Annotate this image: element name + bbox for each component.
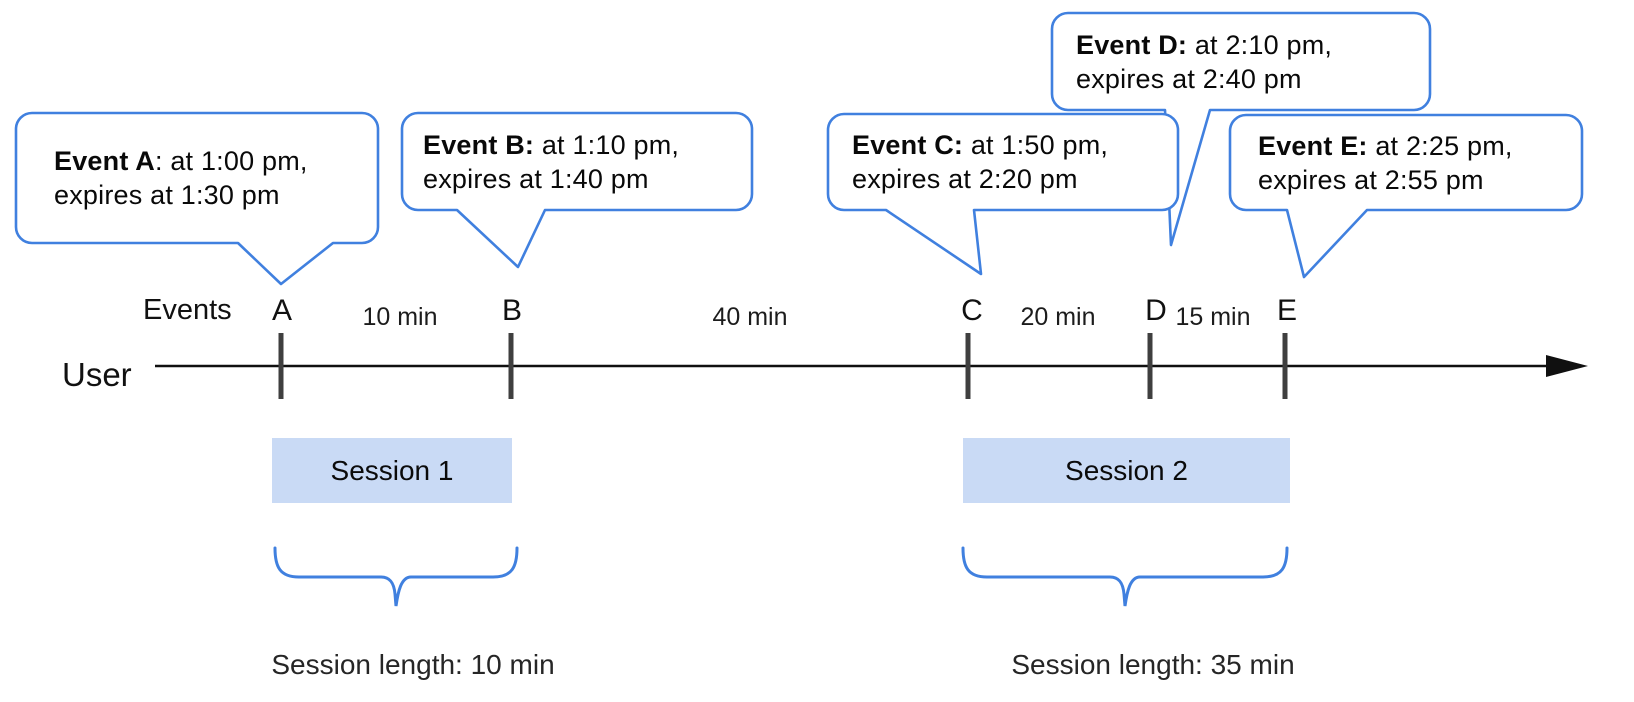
event-e-callout-text: Event E: at 2:25 pm, expires at 2:55 pm	[1230, 115, 1582, 210]
events-axis-label: Events	[143, 294, 232, 326]
event-letter-c: C	[961, 294, 983, 327]
interval-label-b-c: 40 min	[712, 303, 788, 331]
event-e-bubble	[1228, 113, 1584, 279]
session-2-box: Session 2	[963, 438, 1290, 503]
event-a-line1: Event A: at 1:00 pm,	[54, 146, 308, 176]
event-letter-e: E	[1276, 294, 1298, 327]
session-2-brace	[961, 546, 1289, 607]
interval-label-d-e: 15 min	[1175, 303, 1251, 331]
event-b-bubble	[400, 111, 754, 269]
event-d-callout-text: Event D: at 2:10 pm, expires at 2:40 pm	[1052, 13, 1430, 110]
event-a-callout-text: Event A: at 1:00 pm, expires at 1:30 pm	[16, 113, 378, 243]
event-d-line1: Event D: at 2:10 pm,	[1076, 29, 1333, 60]
session-2-length-label: Session length: 35 min	[1011, 649, 1295, 680]
user-label: User	[62, 356, 132, 393]
event-c-line1: Event C: at 1:50 pm,	[852, 130, 1109, 160]
event-d-line2: expires at 2:40 pm	[1076, 63, 1302, 94]
event-c-callout-text: Event C: at 1:50 pm, expires at 2:20 pm	[828, 114, 1178, 210]
session-1-brace	[273, 546, 519, 607]
session-1-box: Session 1	[272, 438, 512, 503]
event-letter-a: A	[271, 294, 293, 327]
event-b-line2: expires at 1:40 pm	[423, 163, 649, 194]
session-1-length-label: Session length: 10 min	[271, 649, 555, 680]
event-b-line1: Event B: at 1:10 pm,	[423, 129, 680, 160]
event-a-line2: expires at 1:30 pm	[54, 180, 280, 210]
event-a-bubble	[14, 111, 380, 286]
event-c-bubble	[826, 112, 1180, 276]
timeline-arrowhead	[1546, 355, 1588, 377]
event-letter-d: D	[1145, 294, 1167, 327]
interval-label-c-d: 20 min	[1020, 303, 1096, 331]
event-e-line2: expires at 2:55 pm	[1258, 164, 1484, 195]
event-d-bubble	[1050, 11, 1432, 247]
interval-label-a-b: 10 min	[362, 303, 438, 331]
event-e-line1: Event E: at 2:25 pm,	[1258, 130, 1513, 161]
event-c-line2: expires at 2:20 pm	[852, 164, 1078, 194]
event-b-callout-text: Event B: at 1:10 pm, expires at 1:40 pm	[402, 113, 752, 210]
event-letter-b: B	[501, 294, 523, 327]
